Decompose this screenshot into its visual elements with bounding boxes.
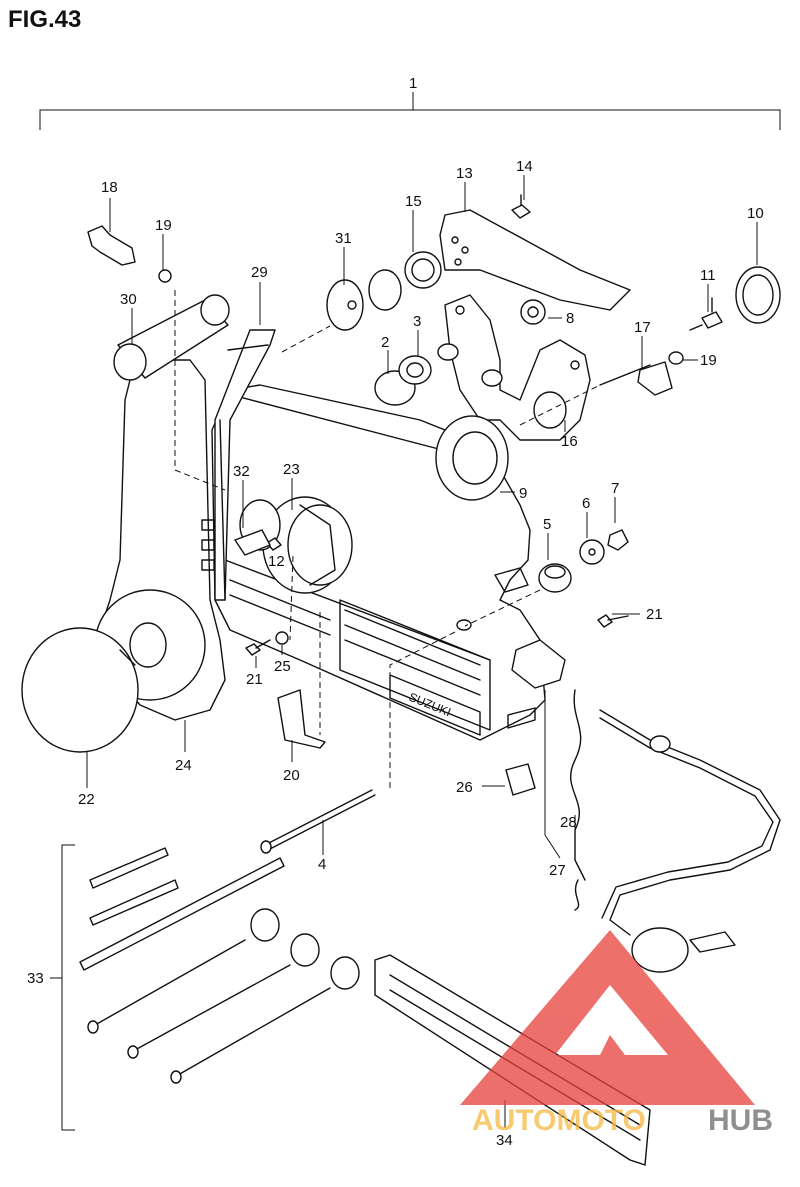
watermark-text-b: HUB bbox=[708, 1104, 773, 1137]
bushing-8 bbox=[520, 299, 546, 325]
callout-29: 29 bbox=[251, 264, 268, 281]
callout-25: 25 bbox=[274, 658, 291, 675]
washer-25 bbox=[275, 631, 289, 645]
callout-30: 30 bbox=[120, 291, 137, 308]
callout-1: 1 bbox=[409, 75, 417, 92]
callout-20: 20 bbox=[283, 767, 300, 784]
callout-16: 16 bbox=[561, 433, 578, 450]
washer-15 bbox=[404, 251, 442, 289]
callout-7: 7 bbox=[611, 480, 619, 497]
kit-33-spacers bbox=[250, 908, 360, 990]
callout-15: 15 bbox=[405, 193, 422, 210]
bolt-11 bbox=[689, 297, 723, 331]
grip-cover-22 bbox=[21, 627, 139, 753]
nut-19-right bbox=[668, 351, 684, 365]
callout-13: 13 bbox=[456, 165, 473, 182]
plate-20 bbox=[277, 689, 326, 749]
screw-12 bbox=[266, 537, 282, 551]
screw-21-left bbox=[245, 639, 271, 656]
bolt-14 bbox=[511, 194, 531, 219]
callout-32: 32 bbox=[233, 463, 250, 480]
callout-18: 18 bbox=[101, 179, 118, 196]
callout-33: 33 bbox=[27, 970, 44, 987]
bolt-4 bbox=[260, 789, 376, 854]
leader-lines bbox=[86, 175, 758, 1128]
callout-3: 3 bbox=[413, 313, 421, 330]
plate-32 bbox=[234, 529, 271, 556]
washer-31 bbox=[326, 269, 402, 331]
shaft-17 bbox=[599, 361, 673, 396]
screw-21-right bbox=[597, 614, 629, 628]
callout-27: 27 bbox=[549, 862, 566, 879]
callout-26: 26 bbox=[456, 779, 473, 796]
callout-28: 28 bbox=[560, 814, 577, 831]
assembly-bracket bbox=[39, 92, 781, 130]
callout-12: 12 bbox=[268, 553, 285, 570]
cable-harness bbox=[599, 709, 781, 973]
washer-6 bbox=[579, 539, 605, 565]
callout-19b: 19 bbox=[700, 352, 717, 369]
grommet-5 bbox=[538, 563, 572, 593]
callout-10: 10 bbox=[747, 205, 764, 222]
callout-9: 9 bbox=[519, 485, 527, 502]
knob-18 bbox=[87, 225, 136, 266]
watermark-text-a: AUTOMOTO bbox=[472, 1104, 646, 1137]
cap-26 bbox=[505, 763, 536, 796]
figure-title: FIG.43 bbox=[8, 6, 82, 33]
callout-11: 11 bbox=[700, 267, 716, 284]
callout-21a: 21 bbox=[246, 671, 263, 688]
callout-14: 14 bbox=[516, 158, 533, 175]
callout-labels: 1 18 19 29 30 31 15 13 14 10 11 17 19 8 … bbox=[27, 75, 764, 1149]
callout-2: 2 bbox=[381, 334, 389, 351]
control-lever-24 bbox=[94, 359, 226, 721]
bracket-13 bbox=[439, 209, 631, 311]
alignment-lines bbox=[174, 290, 601, 790]
callout-34: 34 bbox=[496, 1132, 513, 1149]
callout-24: 24 bbox=[175, 757, 192, 774]
watermark-triangle-icon bbox=[460, 930, 755, 1105]
callout-22: 22 bbox=[78, 791, 95, 808]
bushing-2-3 bbox=[374, 355, 432, 406]
kit-33-ties bbox=[79, 847, 285, 971]
callout-4: 4 bbox=[318, 856, 326, 873]
callout-31: 31 bbox=[335, 230, 352, 247]
callout-21b: 21 bbox=[646, 606, 663, 623]
callout-19a: 19 bbox=[155, 217, 172, 234]
watermark-logo: AUTOMOTO HUB bbox=[460, 930, 773, 1137]
callout-6: 6 bbox=[582, 495, 590, 512]
callout-17: 17 bbox=[634, 319, 651, 336]
handle-grip-30 bbox=[113, 294, 230, 381]
clip-10 bbox=[735, 266, 781, 324]
callout-5: 5 bbox=[543, 516, 551, 533]
washer-9 bbox=[435, 415, 509, 501]
callout-23: 23 bbox=[283, 461, 300, 478]
nut-7 bbox=[607, 529, 629, 551]
cam-23 bbox=[239, 496, 353, 594]
switch-27-28 bbox=[511, 639, 586, 911]
callout-8: 8 bbox=[566, 310, 574, 327]
kit-33-bolts bbox=[87, 939, 331, 1084]
nut-19-left bbox=[158, 269, 172, 283]
group-bracket-33 bbox=[50, 844, 75, 1131]
lever-bracket-29 bbox=[201, 329, 276, 601]
